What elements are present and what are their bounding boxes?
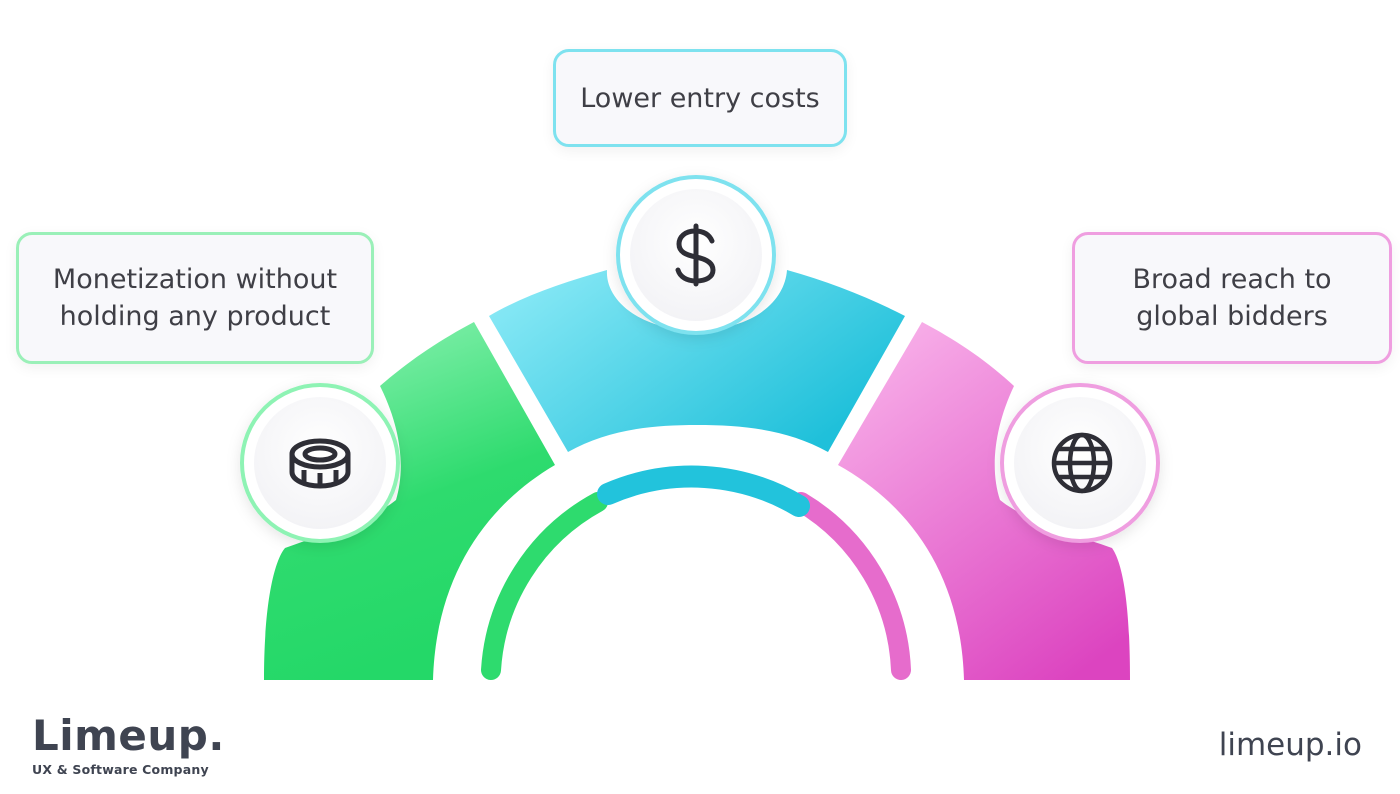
gauge-segment-pink [838, 322, 1130, 680]
brand-tagline: UX & Software Company [32, 762, 209, 777]
benefit-left-line1: Monetization without [52, 264, 338, 295]
gauge-segment-green [264, 322, 555, 680]
dollar-sign-icon [675, 223, 716, 287]
site-url: limeup.io [1218, 727, 1362, 763]
benefit-top-line1: Lower entry costs [580, 82, 820, 114]
benefit-right-line2: global bidders [1136, 301, 1328, 332]
coin-icon [289, 438, 351, 489]
benefit-label-top: Lower entry costs [553, 49, 847, 147]
gauge-segment-cyan [489, 270, 905, 452]
icon-badge-left [240, 383, 400, 543]
brand-logo: Limeup. UX & Software Company [32, 712, 225, 778]
icon-badge-top [616, 175, 776, 335]
benefit-left-line2: holding any product [59, 301, 331, 332]
benefit-right-line1: Broad reach to [1132, 264, 1332, 295]
globe-icon [1051, 432, 1113, 494]
brand-name: Limeup. [32, 711, 225, 760]
icon-badge-right [1000, 383, 1160, 543]
inner-arc-pink [791, 492, 911, 680]
benefit-label-left: Monetization without holding any product [16, 232, 374, 364]
inner-arc-green [481, 492, 608, 680]
inner-arc-cyan [597, 465, 810, 517]
benefit-label-right: Broad reach to global bidders [1072, 232, 1392, 364]
